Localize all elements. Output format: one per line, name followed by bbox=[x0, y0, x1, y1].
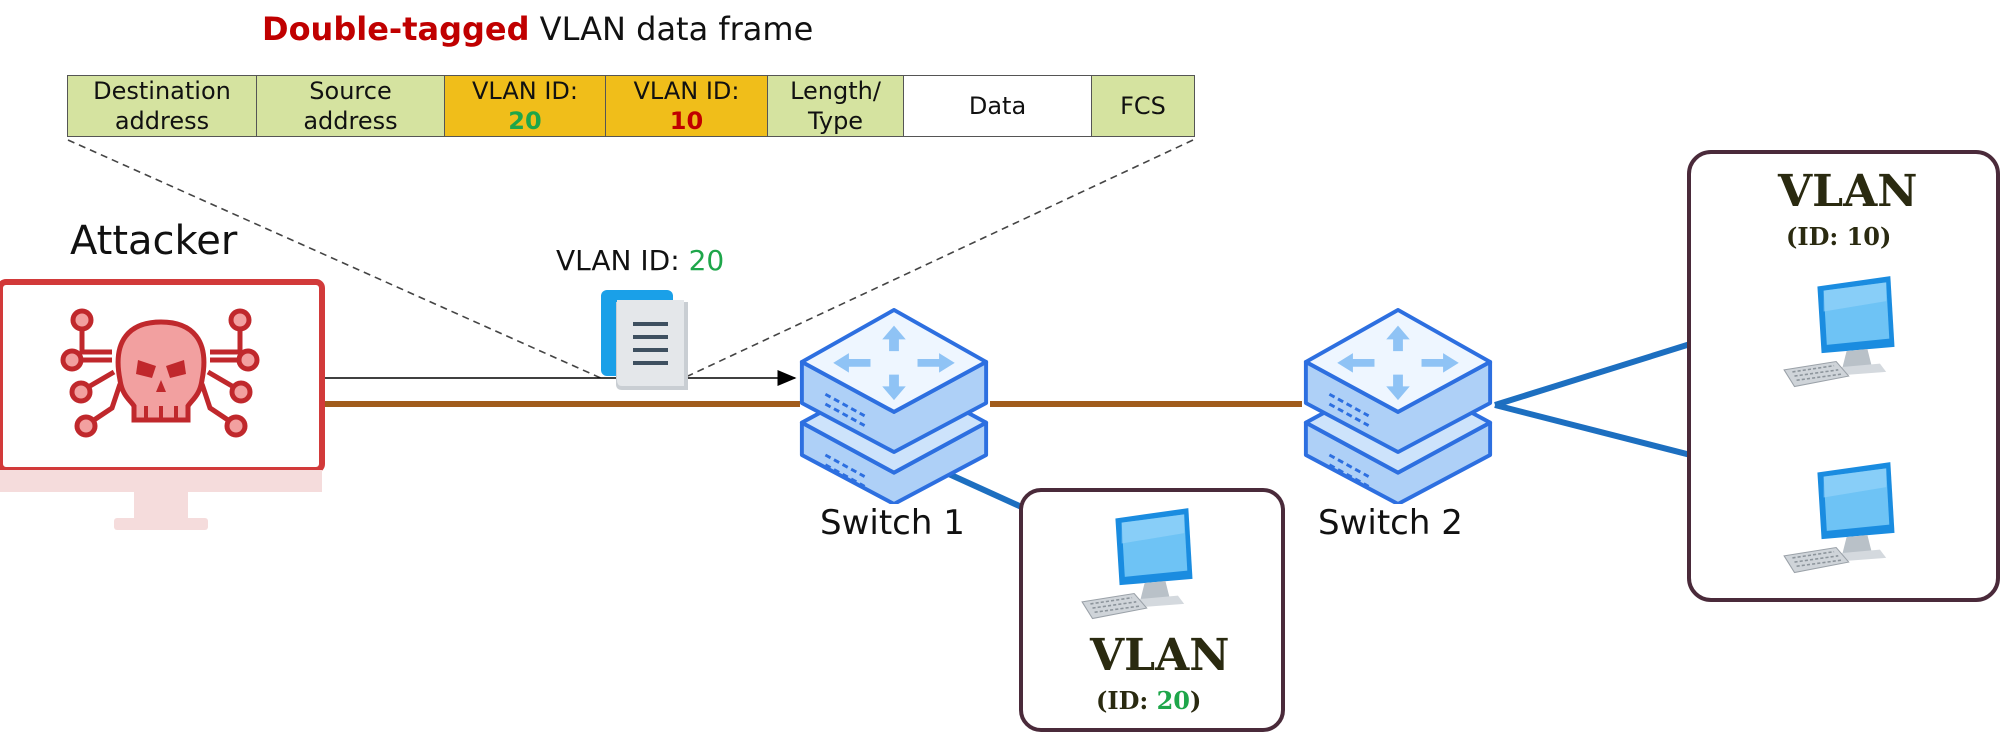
frame-field-destination-address: Destination address bbox=[67, 75, 257, 137]
field-line2: address bbox=[303, 107, 398, 135]
vlan-20-id: (ID: 20) bbox=[1096, 686, 1201, 715]
field-line1: Data bbox=[968, 92, 1027, 120]
frame-field-vlan-tag-inner: VLAN ID: 10 bbox=[605, 75, 768, 137]
vlan-id-prefix: (ID: bbox=[1786, 222, 1847, 251]
frame-expansion-line-left bbox=[67, 139, 604, 380]
field-line1: VLAN ID: bbox=[472, 77, 578, 105]
field-line1: Source bbox=[309, 77, 392, 105]
field-line1: FCS bbox=[1120, 92, 1166, 120]
frame-title: Double-tagged VLAN data frame bbox=[262, 10, 813, 48]
vlan-id-value: 10 bbox=[1846, 222, 1881, 251]
vlan-10-id: (ID: 10) bbox=[1786, 222, 1891, 251]
switch-2-label: Switch 2 bbox=[1318, 503, 1463, 543]
field-line2: address bbox=[114, 107, 210, 135]
packet-label: VLAN ID: 20 bbox=[556, 244, 724, 277]
packet-vlan-id: 20 bbox=[688, 244, 725, 277]
frame-field-vlan-tag-outer: VLAN ID: 20 bbox=[444, 75, 606, 137]
vlan-box-20 bbox=[1019, 488, 1285, 732]
switch-2-icon bbox=[1303, 308, 1493, 504]
frame-field-length-type: Length/ Type bbox=[767, 75, 904, 137]
field-vlan-id-20: 20 bbox=[508, 107, 542, 135]
attacker-label: Attacker bbox=[70, 218, 238, 264]
frame-field-source-address: Source address bbox=[256, 75, 445, 137]
frame-title-highlight: Double-tagged bbox=[262, 10, 530, 48]
frame-expansion-line-right bbox=[687, 139, 1194, 377]
vlan-20-name: VLAN bbox=[1090, 630, 1230, 681]
switch-1-label: Switch 1 bbox=[820, 503, 965, 543]
frame-field-fcs: FCS bbox=[1091, 75, 1195, 137]
document-icon bbox=[601, 290, 688, 390]
vlan-id-value: 20 bbox=[1156, 686, 1191, 715]
field-vlan-id-10: 10 bbox=[669, 107, 704, 135]
vlan-10-name: VLAN bbox=[1778, 166, 1918, 217]
skull-circuit-icon bbox=[60, 308, 260, 438]
vlan-id-suffix: ) bbox=[1880, 222, 1892, 251]
field-line1: Destination bbox=[93, 77, 231, 105]
switch-1-icon bbox=[799, 308, 989, 504]
frame-title-rest: VLAN data frame bbox=[539, 10, 814, 48]
field-line1: VLAN ID: bbox=[633, 77, 740, 105]
field-line1: Length/ bbox=[790, 77, 881, 105]
field-line2: Type bbox=[807, 107, 864, 135]
vlan-id-suffix: ) bbox=[1190, 686, 1202, 715]
packet-label-text: VLAN ID: bbox=[556, 244, 689, 277]
vlan-id-prefix: (ID: bbox=[1096, 686, 1157, 715]
frame-field-data: Data bbox=[903, 75, 1092, 137]
